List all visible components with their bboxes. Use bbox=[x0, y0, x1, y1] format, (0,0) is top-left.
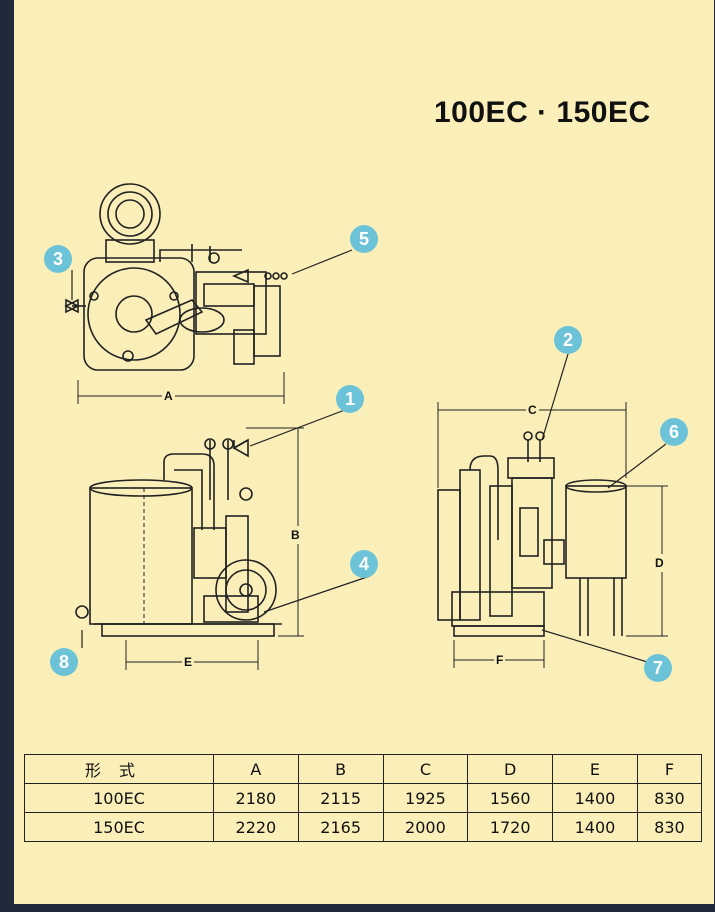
table-header-model: 形式 bbox=[24, 754, 214, 784]
table-header-f: F bbox=[636, 754, 703, 784]
callout-3: 3 bbox=[44, 245, 72, 273]
dimension-table: 形式 A B C D E F 100EC 2180 2115 1925 1560… bbox=[24, 754, 703, 842]
table-cell: 2115 bbox=[297, 783, 384, 813]
side-view-drawing bbox=[437, 402, 668, 668]
table-cell: 2165 bbox=[297, 812, 384, 842]
table-row: 150EC 2220 2165 2000 1720 1400 830 bbox=[24, 812, 703, 842]
table-cell: 2180 bbox=[213, 783, 299, 813]
callout-5: 5 bbox=[350, 225, 378, 253]
table-cell: 1560 bbox=[467, 783, 554, 813]
table-cell: 1925 bbox=[382, 783, 469, 813]
table-cell: 830 bbox=[636, 783, 703, 813]
table-header-a: A bbox=[213, 754, 299, 784]
table-header-e: E bbox=[552, 754, 638, 784]
table-header-b: B bbox=[297, 754, 384, 784]
table-cell: 830 bbox=[636, 812, 703, 842]
dimension-label-d: D bbox=[655, 554, 664, 572]
table-cell: 1400 bbox=[552, 812, 638, 842]
table-header-c: C bbox=[382, 754, 469, 784]
page-title: 100EC · 150EC bbox=[434, 96, 651, 129]
table-cell: 2000 bbox=[382, 812, 469, 842]
technical-drawings bbox=[64, 183, 668, 670]
callout-7: 7 bbox=[644, 654, 672, 682]
table-cell: 1400 bbox=[552, 783, 638, 813]
dimension-label-b: B bbox=[291, 526, 300, 544]
dimension-label-c: C bbox=[526, 403, 539, 417]
callout-8: 8 bbox=[50, 648, 78, 676]
callout-2: 2 bbox=[554, 326, 582, 354]
leader-lines bbox=[71, 249, 667, 665]
table-cell-model: 100EC bbox=[24, 783, 214, 813]
dimension-label-a: A bbox=[162, 389, 175, 403]
spec-sheet-page: 100EC · 150EC bbox=[14, 0, 714, 904]
table-header-d: D bbox=[467, 754, 554, 784]
callout-1: 1 bbox=[336, 385, 364, 413]
table-header-row: 形式 A B C D E F bbox=[24, 754, 703, 784]
dimension-label-e: E bbox=[182, 655, 195, 669]
table-cell-model: 150EC bbox=[24, 812, 214, 842]
top-view-drawing bbox=[64, 183, 288, 404]
callout-6: 6 bbox=[660, 418, 688, 446]
front-view-drawing bbox=[75, 427, 304, 670]
table-row: 100EC 2180 2115 1925 1560 1400 830 bbox=[24, 783, 703, 813]
dimension-label-f: F bbox=[494, 653, 506, 667]
table-cell: 1720 bbox=[467, 812, 554, 842]
table-cell: 2220 bbox=[213, 812, 299, 842]
callout-4: 4 bbox=[350, 550, 378, 578]
